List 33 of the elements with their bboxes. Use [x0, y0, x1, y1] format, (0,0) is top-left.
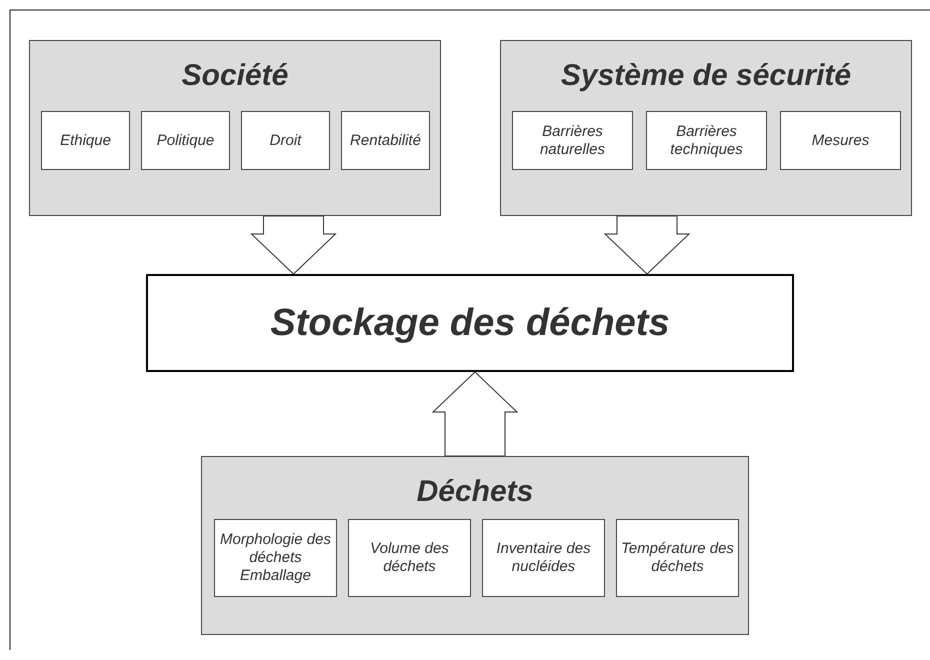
process-box — [616, 519, 739, 597]
box-label: Ethique — [60, 132, 111, 150]
box-label: Barrières naturelles — [538, 122, 606, 158]
group-panel — [500, 40, 912, 216]
box-label: Politique — [156, 132, 214, 150]
process-box — [482, 519, 605, 597]
process-box — [512, 111, 633, 170]
box-label: Droit — [270, 132, 302, 150]
box-label: Barrières techniques — [669, 122, 744, 158]
process-box — [214, 519, 337, 597]
process-box — [141, 111, 230, 170]
block-arrow — [250, 216, 337, 275]
box-label: Rentabilité — [350, 132, 421, 150]
group-title: Société — [182, 58, 288, 94]
main-title: Stockage des déchets — [270, 300, 670, 346]
group-title: Système de sécurité — [560, 58, 852, 94]
process-box — [146, 274, 794, 372]
box-label: Volume des déchets — [369, 540, 450, 576]
box-label: Température des déchets — [621, 540, 734, 576]
box-label: Mesures — [812, 132, 870, 150]
block-arrow — [604, 216, 690, 275]
block-arrow — [432, 371, 518, 456]
process-box — [646, 111, 767, 170]
group-panel — [29, 40, 441, 216]
group-panel — [201, 456, 749, 635]
box-label: Morphologie des déchets Emballage — [219, 531, 332, 585]
group-title: Déchets — [416, 474, 534, 510]
process-box — [241, 111, 330, 170]
process-box — [341, 111, 430, 170]
process-box — [348, 519, 471, 597]
process-box — [780, 111, 901, 170]
box-label: Inventaire des nucléides — [495, 540, 592, 576]
process-box — [41, 111, 130, 170]
